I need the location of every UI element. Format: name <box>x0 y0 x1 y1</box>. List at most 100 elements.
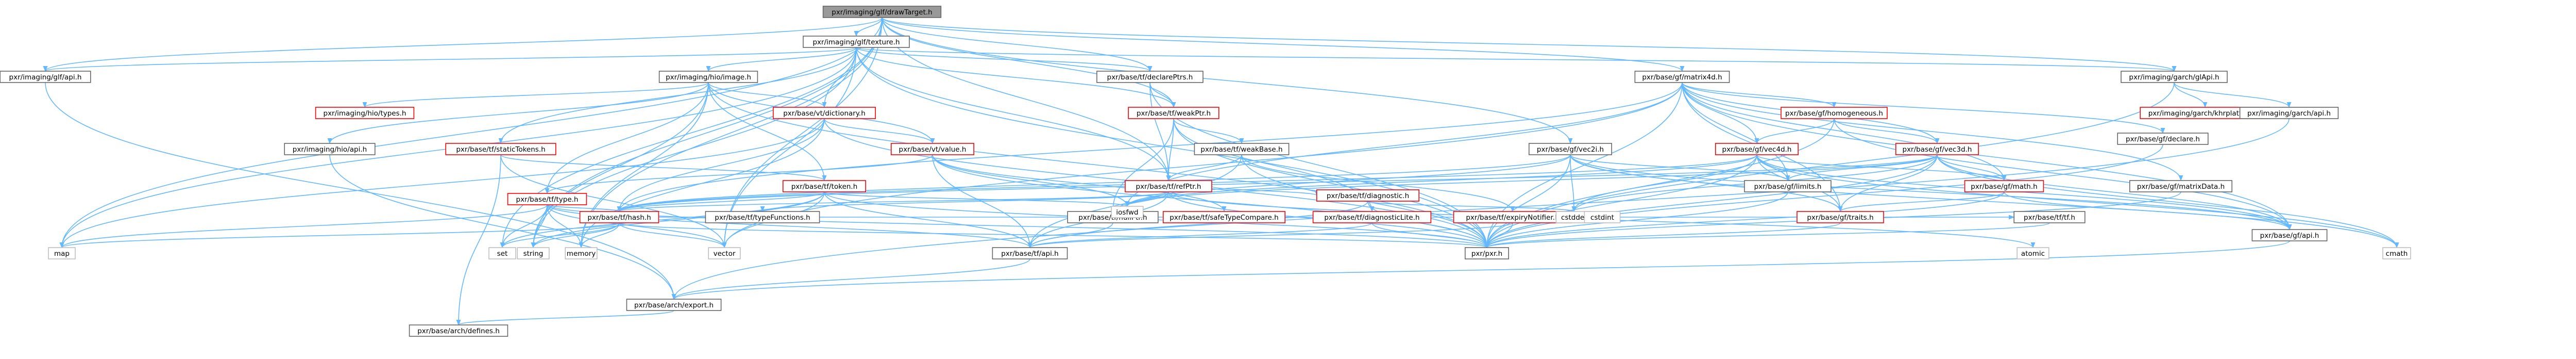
node-tf-token[interactable]: pxr/base/tf/token.h <box>783 180 867 192</box>
edge-root-to-matrix4d <box>882 17 1685 72</box>
edge-arch-export-to-arch-defines <box>456 310 674 326</box>
node-label: pxr/imaging/hio/types.h <box>324 109 406 118</box>
node-gf-math[interactable]: pxr/base/gf/math.h <box>1964 180 2044 192</box>
node-tf-safeTypeCompare[interactable]: pxr/base/tf/safeTypeCompare.h <box>1163 211 1286 223</box>
node-label: pxr/base/tf/type.h <box>516 195 579 204</box>
edge-gf-limits-to-pxr <box>1484 191 1788 249</box>
node-tf-refPtr[interactable]: pxr/base/tf/refPtr.h <box>1125 180 1212 192</box>
edge-tf-diagnostic-to-cstddef <box>1367 201 1577 213</box>
node-tf-weakPtr[interactable]: pxr/base/tf/weakPtr.h <box>1128 107 1219 119</box>
edge-root-to-set <box>500 17 883 249</box>
node-box <box>1111 206 1144 218</box>
node-gf-api[interactable]: pxr/base/gf/api.h <box>2251 229 2328 241</box>
node-garch-khr[interactable]: pxr/imaging/garch/khrplatform.h <box>2140 107 2270 119</box>
node-tf-diagnosticLite[interactable]: pxr/base/tf/diagnosticLite.h <box>1312 211 1432 223</box>
edge-matrix4d-to-gf-declare <box>1682 82 2165 134</box>
node-vt-dictionary[interactable]: pxr/base/vt/dictionary.h <box>773 107 876 119</box>
edge-root-to-texture <box>854 17 883 37</box>
edge-tf-type-to-vector <box>547 204 727 249</box>
node-box <box>1465 247 1510 259</box>
node-box <box>517 247 550 259</box>
node-garchglapi[interactable]: pxr/imaging/garch/glApi.h <box>2121 71 2228 83</box>
node-tf-diagnostic[interactable]: pxr/base/tf/diagnostic.h <box>1316 189 1420 202</box>
edge-texture-to-garchglapi <box>856 47 2176 72</box>
node-cstddef[interactable]: cstddef <box>1555 211 1592 223</box>
edge-tf-diagnostic-to-pxr <box>1367 201 1489 249</box>
node-gf-declare[interactable]: pxr/base/gf/declare.h <box>2117 133 2209 145</box>
node-tf-hash[interactable]: pxr/base/tf/hash.h <box>579 211 659 223</box>
edge-texture-to-tf-refPtr <box>856 47 1171 182</box>
node-gf-vec4d[interactable]: pxr/base/gf/vec4d.h <box>1715 143 1799 155</box>
node-box <box>1744 180 1832 192</box>
node-pxr[interactable]: pxr/pxr.h <box>1465 247 1510 259</box>
node-gf-limits[interactable]: pxr/base/gf/limits.h <box>1744 180 1832 192</box>
edge-tf-staticTokens-to-tf-token <box>500 154 827 182</box>
node-hiotypes[interactable]: pxr/imaging/hio/image.h <box>658 71 758 83</box>
node-tf-type[interactable]: pxr/base/tf/type.h <box>507 193 587 205</box>
node-cstdint[interactable]: cstdint <box>1584 211 1621 223</box>
node-label: pxr/imaging/glf/texture.h <box>812 38 900 46</box>
node-vector[interactable]: vector <box>708 247 741 259</box>
node-cmath[interactable]: cmath <box>2382 247 2411 259</box>
node-gf-matrixData[interactable]: pxr/base/gf/matrixData.h <box>2129 180 2232 192</box>
node-vt-value[interactable]: pxr/base/vt/value.h <box>891 143 975 155</box>
node-label: pxr/base/tf/expiryNotifier.h <box>1466 214 1559 222</box>
edge-matrix4d-to-gf-vec4d <box>1682 82 1759 144</box>
node-glfapi[interactable]: pxr/imaging/glf/api.h <box>0 71 91 83</box>
node-label: pxr/base/tf/staticTokens.h <box>456 145 545 154</box>
node-tf-api[interactable]: pxr/base/tf/api.h <box>992 247 1068 259</box>
edge-vec2i-to-pxr <box>1484 154 1571 249</box>
node-box <box>1316 189 1420 202</box>
edge-gf-vec4d-to-cmath <box>1756 154 2399 249</box>
node-refptr-decl[interactable]: pxr/base/tf/declarePtrs.h <box>1096 71 1204 83</box>
node-label: iosfwd <box>1116 208 1138 217</box>
node-memory[interactable]: memory <box>565 247 598 259</box>
node-label: cmath <box>2386 250 2408 258</box>
edge-tf-weakBase-to-tf-refPtr <box>1166 154 1242 182</box>
edge-gf-vec4d-to-iosfwd <box>1125 154 1757 207</box>
node-box <box>1964 180 2044 192</box>
edge-root-to-refptr-decl <box>882 17 1153 72</box>
node-string[interactable]: string <box>517 247 550 259</box>
node-box <box>2121 71 2228 83</box>
node-matrix4d[interactable]: pxr/base/gf/matrix4d.h <box>1634 71 1730 83</box>
node-label: memory <box>567 250 596 258</box>
node-gf-homogeneous[interactable]: pxr/base/gf/homogeneous.h <box>1781 107 1888 119</box>
node-label: pxr/base/arch/export.h <box>634 301 714 309</box>
node-tf-weakBase[interactable]: pxr/base/tf/weakBase.h <box>1194 143 1290 155</box>
node-gf-traits[interactable]: pxr/base/gf/traits.h <box>1797 211 1884 223</box>
node-atomic[interactable]: atomic <box>2016 247 2049 259</box>
node-root[interactable]: pxr/imaging/glf/drawTarget.h <box>822 6 942 18</box>
node-tf-expiryNotifier[interactable]: pxr/base/tf/expiryNotifier.h <box>1453 211 1572 223</box>
edge-tf-weakPtr-to-tf-weakBase <box>1173 118 1244 144</box>
edge-tf-type-to-tf-hash <box>547 204 622 213</box>
node-texture[interactable]: pxr/imaging/glf/texture.h <box>803 36 910 48</box>
node-tf-staticTokens[interactable]: pxr/base/tf/staticTokens.h <box>445 143 556 155</box>
node-map[interactable]: map <box>48 247 76 259</box>
node-hio-types[interactable]: pxr/imaging/hio/types.h <box>315 107 415 119</box>
node-gf-vec3d[interactable]: pxr/base/gf/vec3d.h <box>1895 143 1979 155</box>
edge-tf-hash-to-map <box>59 222 620 249</box>
node-iosfwd[interactable]: iosfwd <box>1111 206 1144 218</box>
node-arch-export[interactable]: pxr/base/arch/export.h <box>626 299 722 311</box>
node-label: pxr/pxr.h <box>1471 250 1502 258</box>
node-label: pxr/imaging/glf/api.h <box>9 73 82 81</box>
node-box <box>2016 247 2049 259</box>
node-set[interactable]: set <box>488 247 516 259</box>
node-box <box>708 247 741 259</box>
edge-gf-vec3d-to-gf-math <box>1937 154 2007 182</box>
edge-gf-vec4d-to-gf-math <box>1756 154 2007 182</box>
node-hio-api[interactable]: pxr/imaging/hio/api.h <box>284 143 376 155</box>
node-arch-defines[interactable]: pxr/base/arch/defines.h <box>409 324 509 337</box>
edge-tf-hash-to-vector <box>619 222 727 249</box>
node-garch-api[interactable]: pxr/imaging/garch/api.h <box>2239 107 2339 119</box>
node-label: pxr/imaging/garch/api.h <box>2247 109 2331 118</box>
edge-texture-to-tf-staticTokens <box>498 47 857 144</box>
node-box <box>1634 71 1730 83</box>
edge-gf-vec3d-to-gf-api <box>1937 154 2292 231</box>
node-box <box>2129 180 2232 192</box>
node-label: pxr/base/vt/dictionary.h <box>783 109 866 118</box>
node-tf-tf[interactable]: pxr/base/tf/tf.h <box>2013 211 2086 223</box>
node-vec2i[interactable]: pxr/base/gf/vec2i.h <box>1529 143 1613 155</box>
node-tf-typeFunctions[interactable]: pxr/base/tf/typeFunctions.h <box>705 211 820 223</box>
